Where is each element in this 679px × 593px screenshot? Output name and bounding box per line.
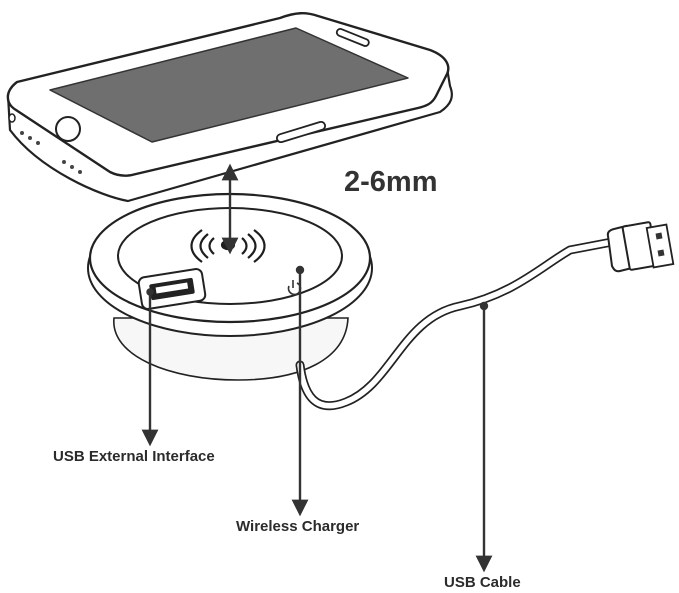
wireless-charger-label: Wireless Charger <box>236 518 360 535</box>
usb-plug <box>606 221 675 273</box>
phone-speaker <box>335 28 370 47</box>
usb-cable <box>295 237 617 411</box>
home-button <box>55 116 81 142</box>
usb-external-interface-label: USB External Interface <box>53 448 215 465</box>
usb-port <box>137 268 207 310</box>
usb-cable-arrow <box>475 301 493 573</box>
headphone-jack <box>8 113 16 123</box>
charger-housing <box>113 317 349 381</box>
lightning-port <box>276 120 326 144</box>
phone-screen <box>49 27 409 143</box>
usb-interface-arrow <box>141 288 159 447</box>
speaker-holes <box>20 131 82 174</box>
wireless-charger-arrow <box>291 265 309 517</box>
gap-distance-label: 2-6mm <box>344 166 438 198</box>
smartphone <box>6 12 453 203</box>
usb-cable-label: USB Cable <box>444 574 521 591</box>
